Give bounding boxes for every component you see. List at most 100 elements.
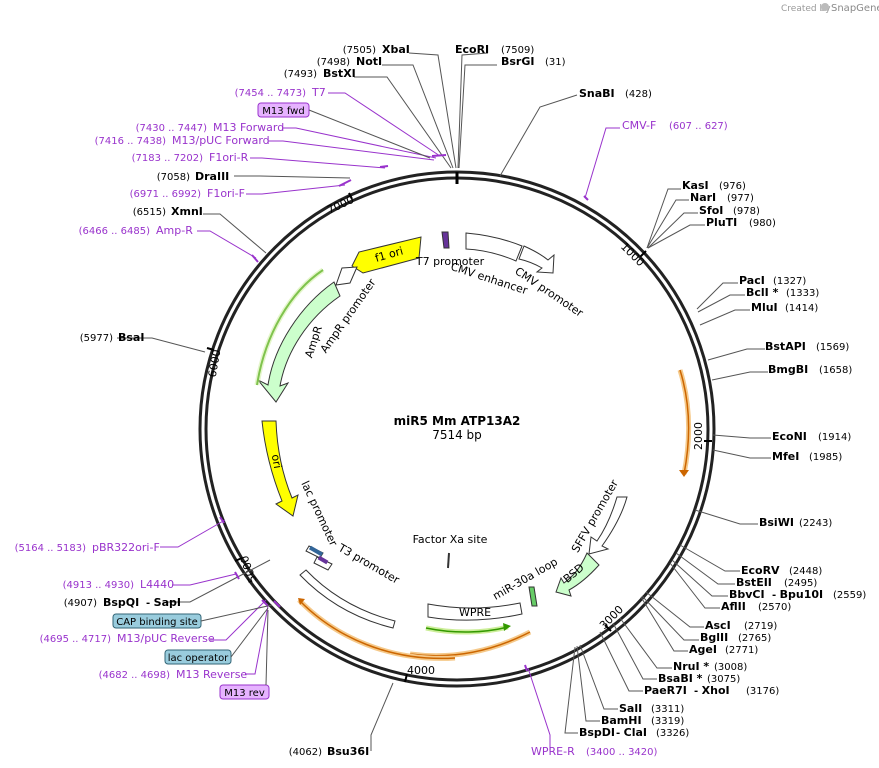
enzyme-mfei: MfeI <box>772 450 799 463</box>
lac-region-arc <box>299 569 396 629</box>
orange-orf-left-arrowhead <box>298 598 305 605</box>
svg-text:(3176): (3176) <box>746 686 779 697</box>
green-orf-arrowhead <box>503 623 511 631</box>
ampr-orf-glow <box>254 267 325 386</box>
orange-orf-left-line <box>298 599 456 660</box>
svg-text:(1658): (1658) <box>819 365 852 376</box>
tick-label-6000: 6000 <box>206 348 224 378</box>
enzyme-bsrgi: BsrGI <box>501 55 534 68</box>
primer-m13-puc-forward: M13/pUC Forward <box>172 134 270 147</box>
svg-text:(2570): (2570) <box>758 602 791 613</box>
enzyme-aflii: AflII <box>721 600 746 613</box>
tick-label-2000: 2000 <box>692 422 705 450</box>
plasmid-length: 7514 bp <box>432 428 482 442</box>
enzyme-xbai: XbaI <box>382 43 410 56</box>
primer-leader-lines <box>160 92 620 751</box>
svg-text:(4913 .. 4930): (4913 .. 4930) <box>63 580 135 591</box>
svg-text:(977): (977) <box>727 193 754 204</box>
ampr-promoter-feature <box>335 266 358 286</box>
enzyme-asci: AscI <box>705 619 731 632</box>
svg-text:(3008): (3008) <box>714 662 747 673</box>
svg-text:(6466 .. 6485): (6466 .. 6485) <box>79 226 151 237</box>
primer-cmv-f: CMV-F <box>622 119 656 132</box>
tick-7000 <box>348 192 353 200</box>
svg-text:(4695 .. 4717): (4695 .. 4717) <box>40 634 112 645</box>
enzyme-bspdi: BspDI <box>579 726 615 739</box>
wpre-feature <box>427 602 523 621</box>
svg-text:(6515): (6515) <box>133 207 166 218</box>
sffv-promoter-feature <box>588 496 628 555</box>
green-orf-line <box>425 626 509 633</box>
svg-text:(2243): (2243) <box>799 518 832 529</box>
svg-text:(1414): (1414) <box>785 303 818 314</box>
svg-text:(4062): (4062) <box>289 747 322 758</box>
enzyme-bsteii: BstEII <box>736 576 772 589</box>
enzyme-leader-lines <box>117 52 771 751</box>
svg-text:(2771): (2771) <box>725 645 758 656</box>
bsd-feature <box>555 552 600 597</box>
plasmid-name: miR5 Mm ATP13A2 <box>394 414 521 428</box>
tick-1000 <box>639 250 647 258</box>
enzyme-bsu36i: Bsu36I <box>327 745 369 758</box>
mir30a-loop-label: miR-30a loop <box>491 555 560 603</box>
tick-3000 <box>604 624 612 632</box>
enzyme-bsabi: BsaBI * <box>658 672 703 685</box>
boxed-leader-lines <box>200 109 431 686</box>
primer-m13-forward: M13 Forward <box>213 121 284 134</box>
enzyme-paer7i: PaeR7I <box>644 684 687 697</box>
enzyme-clai: - ClaI <box>616 726 647 739</box>
enzyme-bstapi: BstAPI <box>765 340 806 353</box>
enzyme-ecorv: EcoRV <box>741 564 780 577</box>
svg-text:(6971 .. 6992): (6971 .. 6992) <box>130 189 202 200</box>
enzyme-bsiwi: BsiWI <box>759 516 794 529</box>
svg-text:(7183 .. 7202): (7183 .. 7202) <box>132 153 204 164</box>
svg-text:(2448): (2448) <box>789 566 822 577</box>
enzyme-bspqi: BspQI <box>103 596 139 609</box>
cmv-enhancer-label: CMV enhancer <box>449 260 530 297</box>
tick-6000 <box>206 347 215 351</box>
primer-wpre-r: WPRE-R <box>531 745 575 758</box>
tick-5000 <box>234 557 243 562</box>
t7-promoter-feature <box>441 231 450 249</box>
orange-orf-bottom-line <box>409 631 531 657</box>
t7-promoter-label: T7 promoter <box>415 255 485 268</box>
svg-text:(2765): (2765) <box>738 633 771 644</box>
svg-text:(4907): (4907) <box>64 598 97 609</box>
svg-text:(1985): (1985) <box>809 452 842 463</box>
svg-text:(2719): (2719) <box>744 621 777 632</box>
enzyme-bcli: BclI * <box>746 286 779 299</box>
enzyme-bbvci: BbvCI <box>729 588 765 601</box>
svg-text:(5977): (5977) <box>80 333 113 344</box>
svg-text:(428): (428) <box>625 89 652 100</box>
primer-m13-puc-reverse: M13/pUC Reverse <box>117 632 215 645</box>
orange-orf-right-line <box>679 369 690 475</box>
cmv-promoter-feature <box>518 245 555 274</box>
svg-text:(3326): (3326) <box>656 728 689 739</box>
primer-f1ori-r: F1ori-R <box>209 151 249 164</box>
t3-purple-marker <box>317 555 329 565</box>
svg-text:(2559): (2559) <box>833 590 866 601</box>
ori-label: ori <box>269 453 284 469</box>
svg-text:(3319): (3319) <box>651 716 684 727</box>
enzyme-sali: SalI <box>619 702 642 715</box>
primer-l4440: L4440 <box>140 578 174 591</box>
created-by-text: Created by <box>781 4 831 14</box>
enzyme-bamhi: BamHI <box>601 714 642 727</box>
primer-labels: (7454 .. 7473) T7 (7430 .. 7447) M13 For… <box>15 86 728 758</box>
enzyme-sfoi: SfoI <box>699 204 723 217</box>
lac-operator-label: lac operator <box>168 653 229 664</box>
svg-text:(3075): (3075) <box>707 674 740 685</box>
m13-rev-label: M13 rev <box>224 688 265 699</box>
svg-text:(607 .. 627): (607 .. 627) <box>669 121 728 132</box>
svg-text:(1327): (1327) <box>773 276 806 287</box>
svg-text:(980): (980) <box>749 218 776 229</box>
snapgene-logo-icon <box>821 3 829 11</box>
m13-rev-box <box>219 684 270 700</box>
enzyme-noti: NotI <box>356 55 382 68</box>
enzyme-snabi: SnaBI <box>579 87 615 100</box>
svg-text:(3311): (3311) <box>651 704 684 715</box>
svg-text:(2495): (2495) <box>784 578 817 589</box>
enzyme-agei: AgeI <box>689 643 717 656</box>
enzyme-xmni: XmnI <box>171 205 203 218</box>
enzyme-pluti: PluTI <box>706 216 737 229</box>
